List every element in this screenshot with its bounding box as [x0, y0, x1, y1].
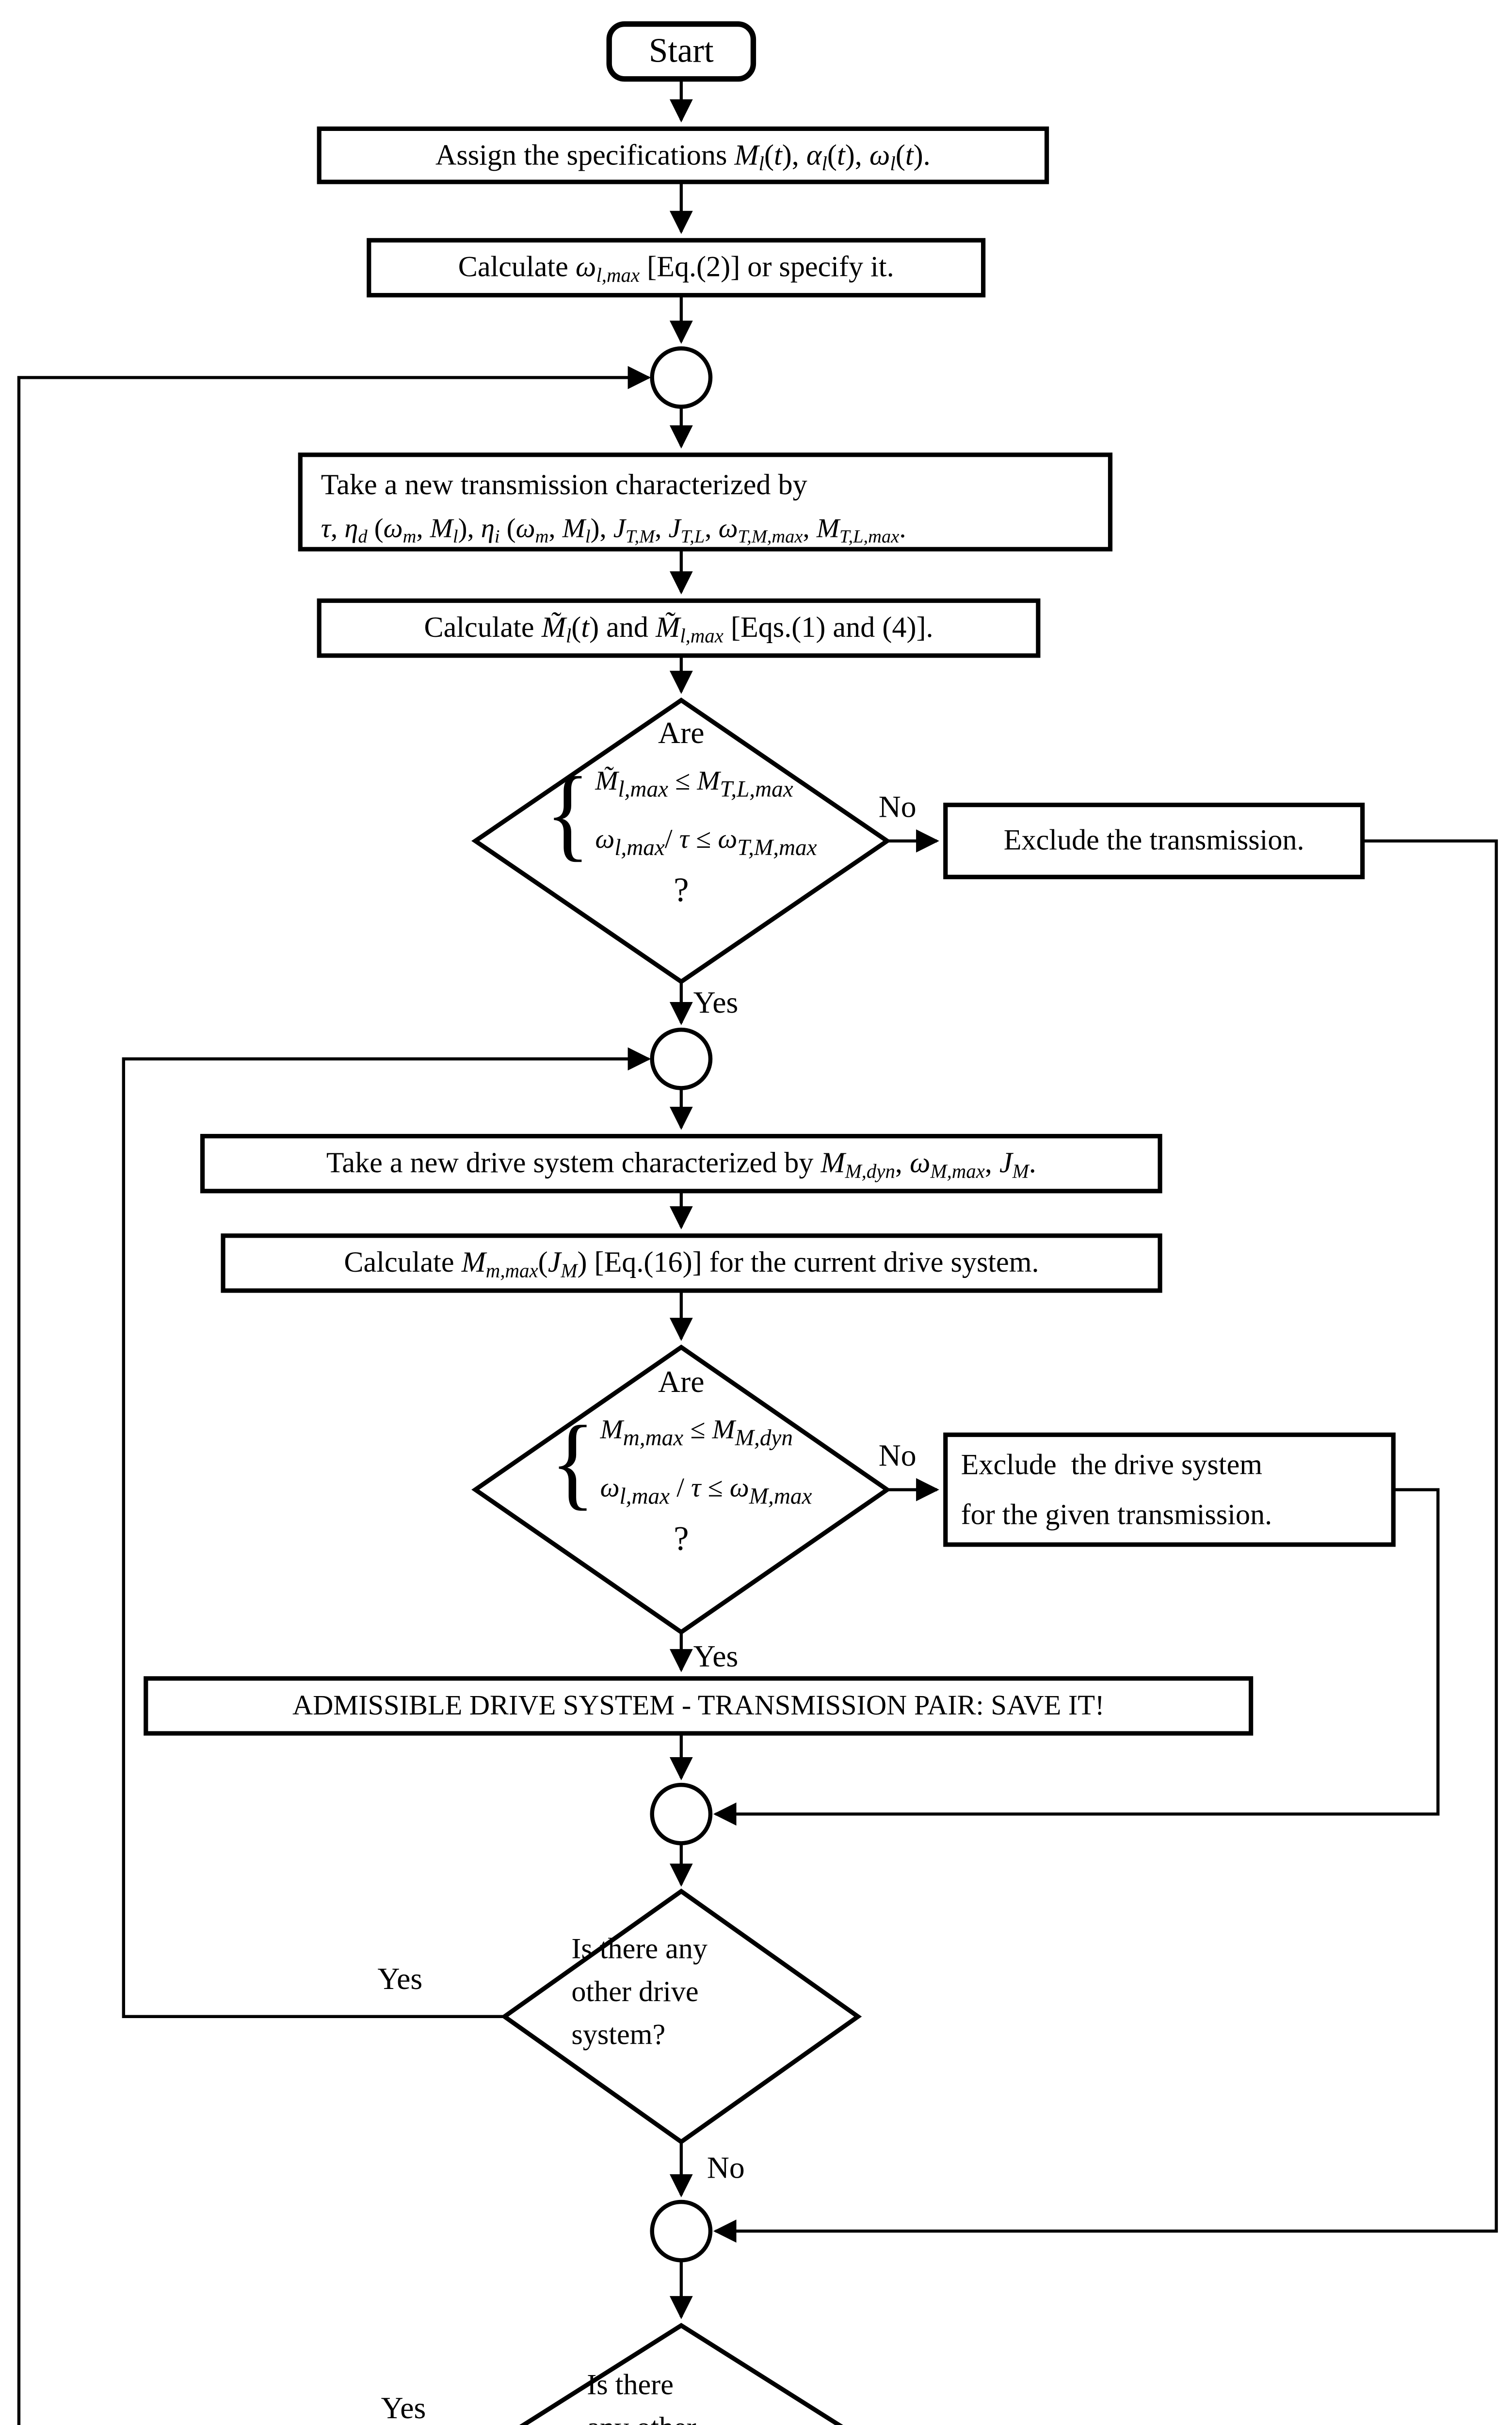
other-transmission-diamond — [519, 2323, 843, 2425]
calc-ml-shape — [317, 598, 1041, 658]
exclude-drive-line2: for the given transmission. — [961, 1498, 1272, 1531]
connector-1 — [650, 346, 713, 409]
drive-check-question: Are — [658, 1364, 705, 1399]
exclude-drive-shape — [943, 1432, 1396, 1547]
calc-mm-text: Calculate Mm,max(JM) [Eq.(16)] for the c… — [344, 1246, 1039, 1283]
calc-mm-shape — [221, 1233, 1162, 1293]
exclude-transmission-text: Exclude the transmission. — [1003, 824, 1304, 857]
start-label: Start — [648, 32, 714, 71]
take-transmission-line2: τ, ηd (ωm, Ml), ηi (ωm, Ml), JT,M, JT,L,… — [321, 515, 906, 548]
calc-omega-text: Calculate ωl,max [Eq.(2)] or specify it. — [458, 250, 894, 287]
assign-specs-text: Assign the specifications Ml(t), αl(t), … — [435, 139, 931, 176]
brace-glyph: { — [545, 755, 590, 871]
exclude-drive-line1: Exclude the drive system — [961, 1448, 1263, 1481]
transmission-check-no-label: No — [878, 789, 917, 824]
other-drive-line3: system? — [571, 2018, 666, 2051]
drive-check-diamond — [471, 1344, 891, 1635]
take-drive-shape — [200, 1133, 1162, 1194]
connector-3 — [650, 1782, 713, 1845]
transmission-check-text: Are { M̃l,max ≤ MT,L,max ωl,max/ τ ≤ ωT,… — [485, 716, 877, 911]
transmission-check-cond1: M̃l,max ≤ MT,L,max — [595, 767, 793, 802]
start-node-shape — [606, 21, 756, 82]
edge-excludetransmission-to-connector4 — [713, 839, 1498, 2243]
transmission-check-questionmark: ? — [674, 872, 689, 910]
transmission-check-cond2: ωl,max/ τ ≤ ωT,M,max — [595, 824, 817, 859]
drive-check-no-label: No — [878, 1438, 917, 1473]
drive-check-yes-label: Yes — [693, 1639, 739, 1674]
other-transmission-line1: Is there — [587, 2368, 674, 2401]
admissible-shape — [144, 1676, 1254, 1736]
connector-2 — [650, 1027, 713, 1090]
take-drive-text: Take a new drive system characterized by… — [326, 1146, 1036, 1183]
transmission-check-diamond — [471, 697, 891, 985]
transmission-check-yes-label: Yes — [693, 985, 739, 1019]
admissible-text: ADMISSIBLE DRIVE SYSTEM - TRANSMISSION P… — [292, 1688, 1105, 1722]
other-drive-no-label: No — [707, 2150, 745, 2185]
other-drive-line1: Is there any — [571, 1932, 708, 1965]
calc-ml-text: Calculate M̃l(t) and M̃l,max [Eqs.(1) an… — [424, 611, 933, 647]
drive-check-questionmark: ? — [674, 1520, 689, 1559]
edge-othertransmission-yes-loop — [17, 366, 651, 2425]
connector-4 — [650, 2199, 713, 2263]
assign-specs-shape — [317, 126, 1049, 184]
calc-omega-shape — [367, 238, 986, 298]
take-transmission-line1: Take a new transmission characterized by — [321, 469, 807, 501]
drive-check-cond2: ωl,max / τ ≤ ωM,max — [600, 1473, 812, 1508]
other-transmission-yes-label: Yes — [381, 2391, 426, 2425]
other-transmission-line2: any other — [587, 2406, 827, 2425]
edge-excludedrive-to-connector3 — [713, 1488, 1440, 1826]
brace-glyph: { — [550, 1404, 595, 1520]
drive-check-text: Are { Mm,max ≤ MM,dyn ωl,max / τ ≤ ωM,ma… — [485, 1364, 877, 1560]
drive-check-cond1: Mm,max ≤ MM,dyn — [600, 1416, 793, 1451]
other-drive-diamond — [500, 1888, 862, 2145]
other-drive-line2: other drive — [571, 1975, 699, 2008]
other-drive-yes-label: Yes — [377, 1961, 423, 1996]
exclude-transmission-shape — [943, 803, 1365, 879]
edge-otherdrive-yes-loop — [122, 1047, 651, 2019]
transmission-check-question: Are — [658, 715, 705, 750]
take-transmission-shape — [298, 453, 1113, 551]
